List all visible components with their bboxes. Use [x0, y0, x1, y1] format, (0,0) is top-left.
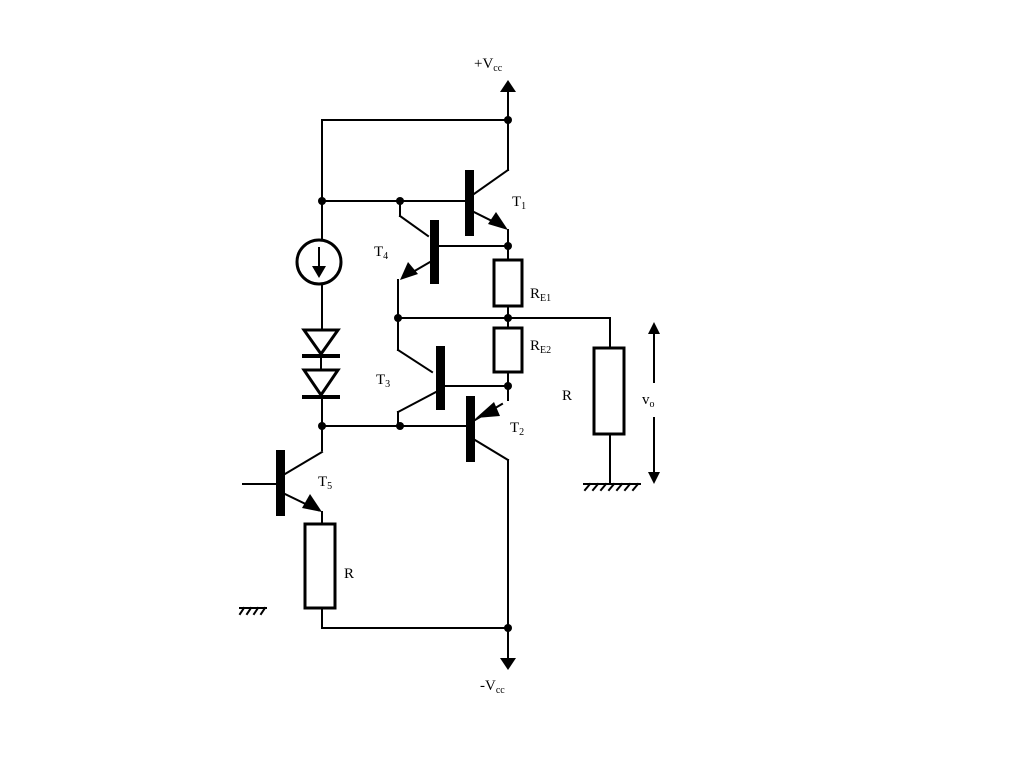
resistor-re1 [492, 258, 524, 308]
transistor-t2 [466, 396, 510, 629]
current-source [295, 238, 343, 286]
label-t2-sub: 2 [519, 427, 524, 438]
load-ground-symbol [583, 482, 641, 492]
label-vcc-pos-sub: cc [493, 63, 502, 74]
negative-supply-terminal [500, 627, 516, 670]
label-t2: T2 [510, 420, 524, 438]
transistor-t5 [242, 450, 324, 516]
label-t3-sub: 3 [385, 379, 390, 390]
resistor-re2 [492, 326, 524, 374]
junction-dots [318, 116, 512, 632]
label-v-out-sub: o [650, 399, 655, 410]
diode-upper [301, 328, 341, 358]
label-t5-sub: 5 [327, 481, 332, 492]
diode-lower [301, 368, 341, 399]
label-t4-sub: 4 [383, 251, 388, 262]
label-r-bottom: R [344, 566, 354, 582]
label-re2: RE2 [530, 338, 551, 356]
label-vcc-neg: -Vcc [480, 678, 505, 696]
output-voltage-arrow [648, 322, 660, 484]
input-ground-symbol [238, 606, 267, 616]
t4-collector-diag [398, 214, 430, 238]
label-re2-sub: E2 [540, 345, 551, 356]
label-t1-sub: 1 [521, 201, 526, 212]
label-t3: T3 [376, 372, 390, 390]
resistor-r-bottom [303, 522, 337, 610]
resistor-r-load [592, 346, 626, 436]
label-v-out: vo [642, 392, 655, 410]
transistor-t1 [465, 119, 510, 247]
t3-collector-diag [396, 348, 434, 374]
label-re1-sub: E1 [540, 293, 551, 304]
label-re1: RE1 [530, 286, 551, 304]
label-vcc-neg-sub: cc [496, 685, 505, 696]
label-r-load: R [562, 388, 572, 404]
label-t4: T4 [374, 244, 388, 262]
transistor-t4 [397, 220, 509, 319]
label-t1: T1 [512, 194, 526, 212]
label-t5: T5 [318, 474, 332, 492]
label-vcc-pos: +Vcc [474, 56, 503, 74]
positive-supply-terminal [500, 80, 516, 121]
